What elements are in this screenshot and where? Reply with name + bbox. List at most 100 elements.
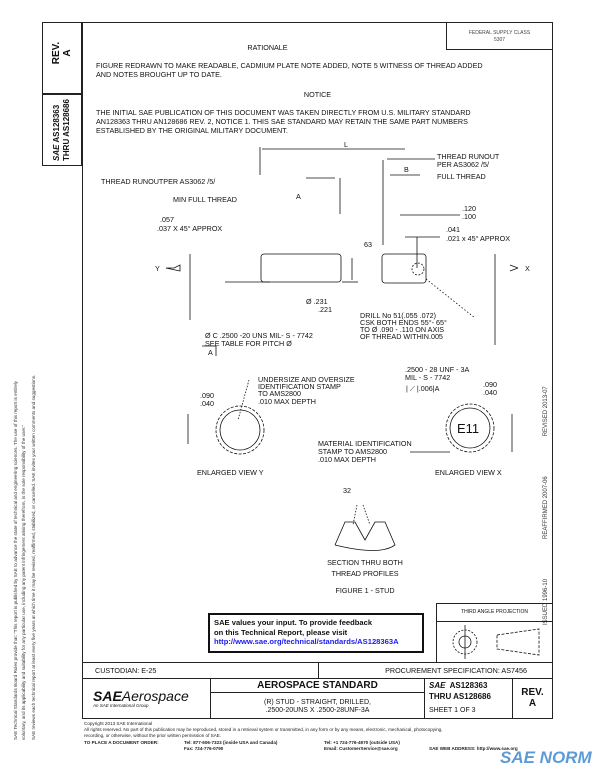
view-x-marker: X bbox=[525, 264, 530, 273]
document-category: AEROSPACE STANDARD bbox=[211, 679, 424, 693]
tolerance-value: .006 bbox=[419, 384, 433, 393]
document-title: (R) STUD - STRAIGHT, DRILLED, bbox=[264, 699, 371, 706]
thread-note: SEE TABLE FOR PITCH Ø bbox=[205, 339, 292, 348]
dim-120: .100 bbox=[462, 212, 476, 221]
title-box: AEROSPACE STANDARD (R) STUD - STRAIGHT, … bbox=[210, 678, 425, 719]
undersize-note: IDENTIFICATION STAMP bbox=[258, 382, 341, 391]
rev-value: A bbox=[528, 698, 537, 709]
sae-logo-small: SAE bbox=[429, 681, 446, 690]
document-title: .2500-20UNS X .2500-28UNF-3A bbox=[265, 707, 370, 714]
fax: Fax: 724-776-0790 bbox=[184, 745, 224, 751]
tolerance-frame: | ⟋ |.006|A bbox=[406, 384, 440, 393]
runout-right: PER AS3062 /5/ bbox=[437, 160, 489, 169]
doc-number-box: SAE AS128363 THRU AS128686 SHEET 1 OF 3 bbox=[424, 678, 513, 719]
sae-norm-watermark: SAE NORM bbox=[500, 748, 592, 767]
stamp-e11: E11 bbox=[457, 421, 479, 436]
notice-line: AN128363 THRU AN128686 REV. 2, NOTICE 1.… bbox=[96, 117, 468, 126]
logo-subtitle: An SAE International Group bbox=[93, 703, 149, 708]
sheet-number: SHEET 1 OF 3 bbox=[429, 707, 476, 714]
full-thread-label: FULL THREAD bbox=[437, 172, 486, 181]
web-address[interactable]: SAE WEB ADDRESS: http://www.sae.org bbox=[429, 745, 518, 751]
rationale-line: AND NOTES BROUGHT UP TO DATE. bbox=[96, 70, 222, 79]
copyright: Copyright 2013 SAE International bbox=[84, 721, 153, 726]
email: Email: CustomerService@sae.org bbox=[324, 745, 398, 751]
stud-left-end bbox=[260, 253, 342, 283]
thread-note: Ø C .2500 -20 UNS MIL- S - 7742 bbox=[205, 331, 313, 340]
undersize-note: .010 MAX DEPTH bbox=[258, 397, 316, 406]
rationale-text: FIGURE REDRAWN TO MAKE READABLE, CADMIUM… bbox=[96, 61, 483, 79]
feedback-line: on this Technical Report, please visit bbox=[214, 627, 348, 637]
feedback-box: SAE values your input. To provide feedba… bbox=[208, 613, 424, 653]
drill-note: TO Ø .090 - .110 ON AXIS bbox=[360, 325, 444, 334]
footer: Copyright 2013 SAE International All rig… bbox=[84, 721, 518, 752]
thread-profile bbox=[334, 521, 396, 551]
rationale-line: FIGURE REDRAWN TO MAKE READABLE, CADMIUM… bbox=[96, 61, 483, 70]
enlarged-view-x-circle bbox=[445, 403, 495, 453]
projection-box: THIRD ANGLE PROJECTION bbox=[436, 603, 553, 663]
drill-note: CSK BOTH ENDS 55°- 65° bbox=[360, 318, 447, 327]
dim-A-label: A bbox=[296, 192, 301, 201]
figure-caption: FIGURE 1 - STUD bbox=[335, 586, 394, 595]
chamfer-right: .041 bbox=[446, 225, 460, 234]
drill-note: DRILL No 51(.055 .072) bbox=[360, 311, 436, 320]
undersize-note: UNDERSIZE AND OVERSIZE bbox=[258, 375, 355, 384]
chamfer-left: .057 bbox=[160, 215, 174, 224]
finish-32: 32 bbox=[343, 486, 351, 495]
thread-right: .2500 - 28 UNF - 3A bbox=[405, 365, 470, 374]
drill-note: OF THREAD WITHIN.005 bbox=[360, 332, 443, 341]
feedback-link[interactable]: http://www.sae.org/technical/standards/A… bbox=[214, 637, 399, 646]
feedback-line: SAE values your input. To provide feedba… bbox=[214, 618, 373, 627]
datum-a: A bbox=[208, 348, 213, 357]
runout-left: THREAD RUNOUTPER AS3062 /5/ bbox=[101, 177, 215, 186]
surface-finish: 63 bbox=[364, 240, 372, 249]
view-y-marker: Y bbox=[155, 264, 160, 273]
dim-B-label: B bbox=[404, 165, 409, 174]
enlarged-view-y-label: ENLARGED VIEW Y bbox=[197, 468, 264, 477]
dim-090-right: .040 bbox=[483, 388, 497, 397]
doc-thru: THRU AS128686 bbox=[429, 692, 491, 701]
procurement-spec: PROCUREMENT SPECIFICATION: AS7456 bbox=[318, 662, 553, 679]
side-rev-box: REV. A bbox=[42, 22, 82, 94]
notice-line: ESTABLISHED BY THE ORIGINAL MILITARY DOC… bbox=[96, 126, 288, 135]
min-full-thread: MIN FULL THREAD bbox=[173, 195, 237, 204]
enlarged-view-x-label: ENLARGED VIEW X bbox=[435, 468, 502, 477]
stud-right-end bbox=[381, 253, 427, 284]
side-docnum-box: SAE AS128363 THRU AS128686 bbox=[42, 94, 82, 166]
chamfer-right: .021 x 45° APPROX bbox=[446, 234, 510, 243]
fsc-value: 5307 bbox=[493, 37, 506, 43]
logo-sae: SAE bbox=[93, 688, 122, 704]
rev-label: REV. bbox=[521, 687, 544, 698]
doc-number: AS128363 bbox=[449, 681, 488, 690]
projection-title: THIRD ANGLE PROJECTION bbox=[437, 604, 552, 622]
material-note: STAMP TO AMS2800 bbox=[318, 447, 387, 456]
dim-120: .120 bbox=[462, 204, 476, 213]
notice-title: NOTICE bbox=[303, 90, 332, 99]
undersize-note: TO AMS2800 bbox=[258, 389, 301, 398]
logo-aerospace: Aerospace bbox=[121, 688, 189, 704]
diameter: .221 bbox=[318, 305, 332, 314]
drill-hole bbox=[411, 262, 425, 276]
thread-right: MIL - S - 7742 bbox=[405, 373, 450, 382]
dim-090-left: .040 bbox=[200, 399, 214, 408]
enlarged-view-y-circle bbox=[215, 405, 265, 455]
third-angle-projection-icon bbox=[452, 625, 540, 659]
rights-line: recording, or otherwise, without the pri… bbox=[84, 733, 222, 739]
notice-text: THE INITIAL SAE PUBLICATION OF THIS DOCU… bbox=[96, 108, 471, 135]
section-label: SECTION THRU BOTH bbox=[327, 558, 403, 567]
runout-right: THREAD RUNOUT bbox=[437, 152, 500, 161]
dim-090-right: .090 bbox=[483, 380, 497, 389]
rationale-title: RATIONALE bbox=[247, 43, 288, 52]
diameter: Ø .231 bbox=[306, 297, 328, 306]
material-note: .010 MAX DEPTH bbox=[318, 455, 376, 464]
material-note: MATERIAL IDENTIFICATION bbox=[318, 439, 412, 448]
tel-inside: Tel: 877-606-7323 (inside USA and Canada… bbox=[184, 739, 278, 745]
notice-line: THE INITIAL SAE PUBLICATION OF THIS DOCU… bbox=[96, 108, 471, 117]
order-label: TO PLACE A DOCUMENT ORDER: bbox=[84, 739, 159, 745]
dim-L-label: L bbox=[344, 140, 348, 149]
dim-090-left: .090 bbox=[200, 391, 214, 400]
rev-box: REV.A bbox=[512, 678, 553, 719]
tolerance-datum: A bbox=[435, 384, 440, 393]
